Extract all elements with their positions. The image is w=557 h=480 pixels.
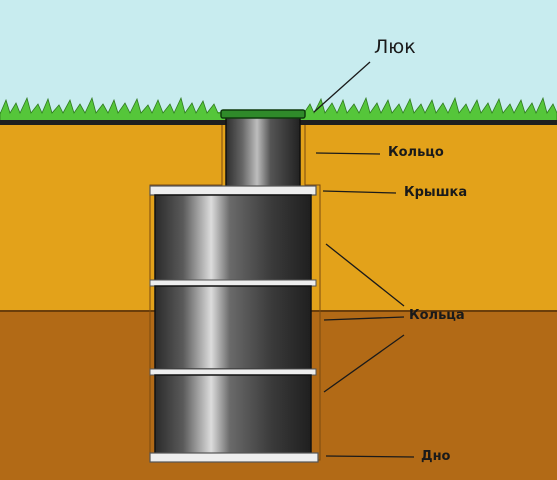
leader-cover xyxy=(322,190,397,194)
hatch-lid xyxy=(220,109,306,119)
bottom-label: Дно xyxy=(421,449,451,464)
ring-2 xyxy=(154,285,312,370)
top-ring-label: Кольцо xyxy=(388,145,444,160)
sky xyxy=(0,0,557,118)
top-ring xyxy=(225,115,301,191)
leader-hatch xyxy=(313,61,371,113)
ring-1 xyxy=(154,194,312,282)
leader-bottom xyxy=(325,455,415,458)
bottom-slab xyxy=(149,452,319,463)
hatch-label: Люк xyxy=(374,36,416,58)
leader-ring-middle xyxy=(323,316,405,321)
ring-separator-1 xyxy=(149,279,317,287)
leader-lines xyxy=(313,61,415,458)
cover-slab xyxy=(149,185,317,196)
leader-ring-upper xyxy=(325,243,405,307)
rings-label: Кольца xyxy=(409,308,465,323)
ring-3 xyxy=(154,374,312,455)
cover-label: Крышка xyxy=(404,185,468,200)
ring-separator-2 xyxy=(149,368,317,376)
leader-top-ring xyxy=(315,152,381,155)
leader-ring-lower xyxy=(323,334,405,393)
